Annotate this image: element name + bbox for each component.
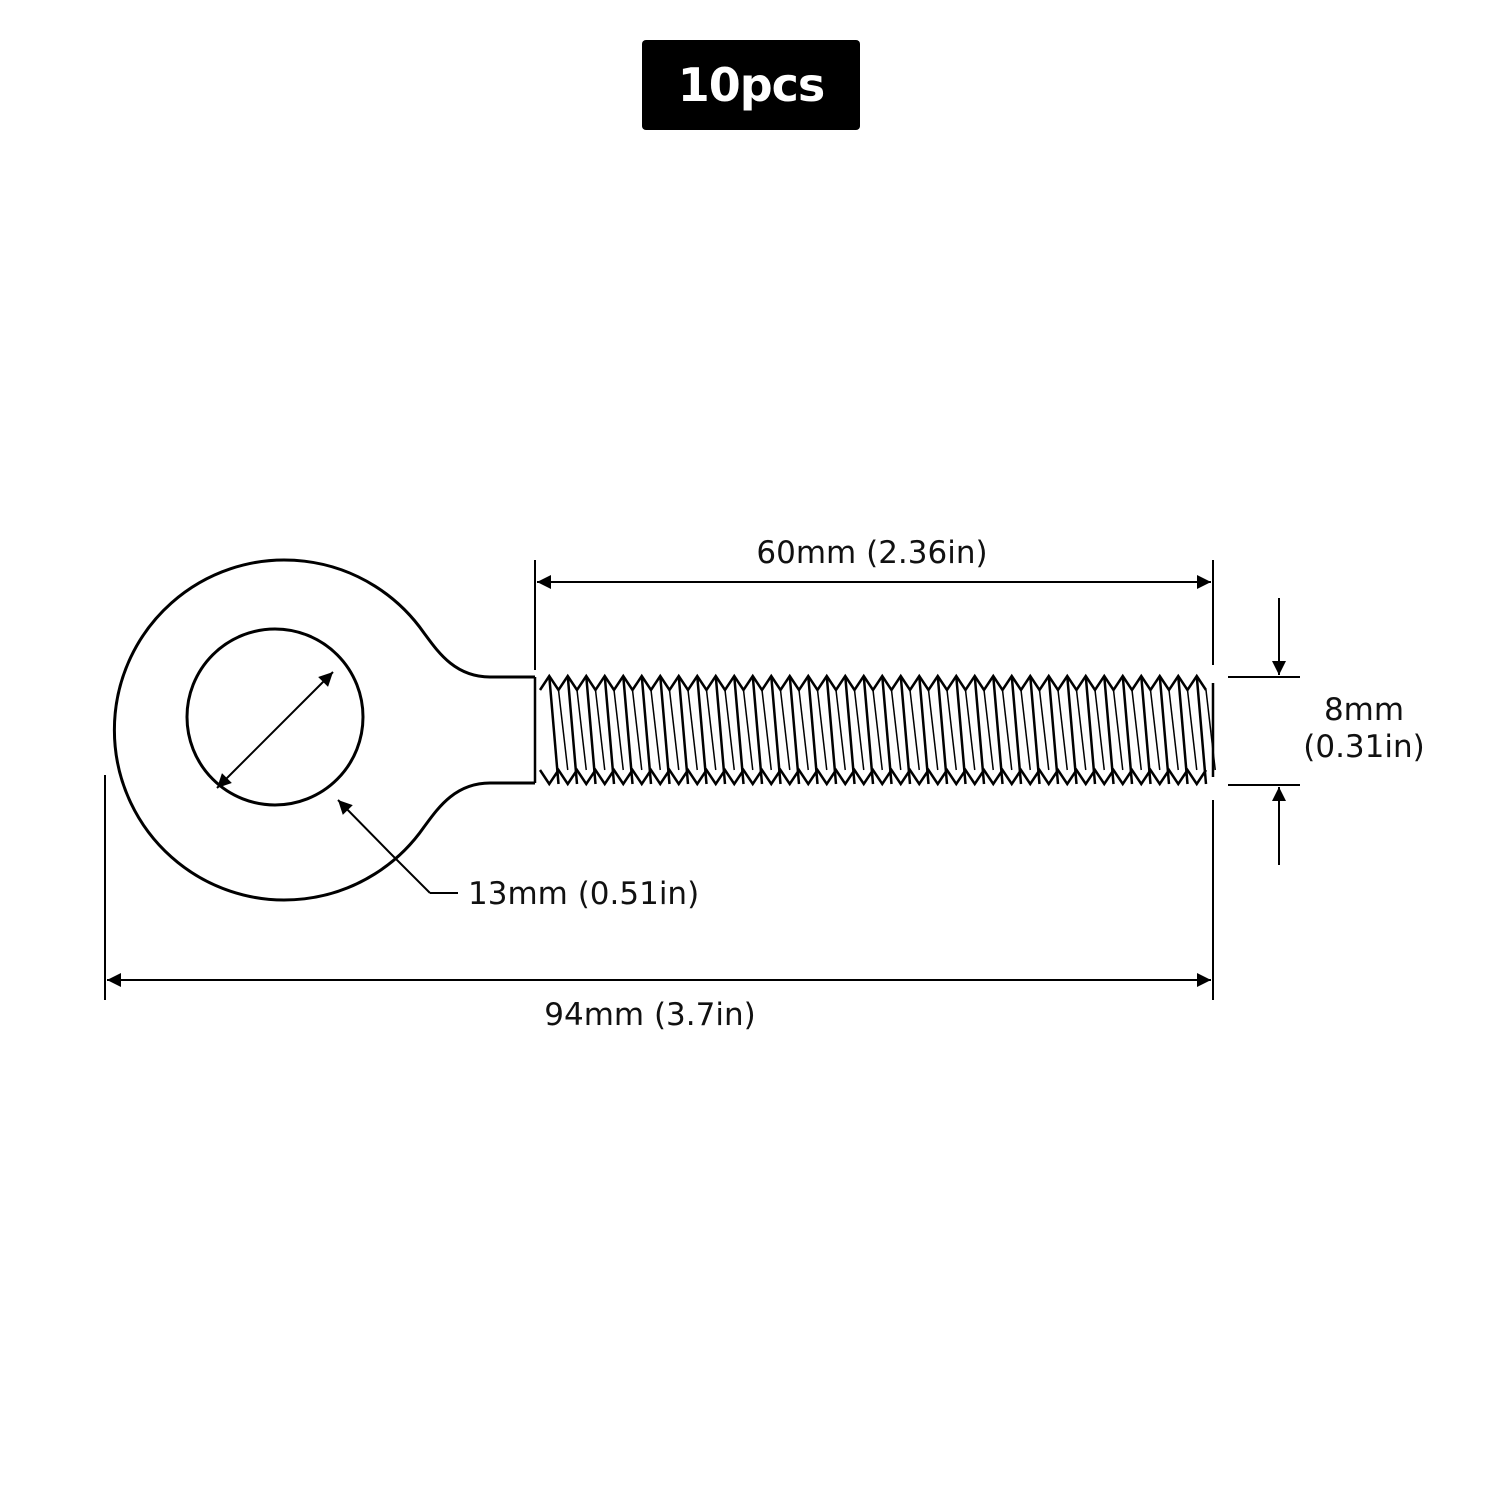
- thread-crest-line: [659, 675, 671, 785]
- thread-root-line: [1020, 689, 1031, 771]
- thread-root-line: [1001, 689, 1013, 771]
- thread-crest-line: [936, 675, 949, 785]
- thread-crest-line: [677, 675, 690, 785]
- thread-crest-line: [1084, 675, 1097, 785]
- thread-crest-line: [548, 675, 560, 785]
- thread-length-label: 60mm (2.36in): [756, 535, 987, 571]
- thread-root-line: [631, 689, 643, 771]
- thread-root-line: [613, 689, 624, 771]
- thread-crest-line: [862, 675, 875, 785]
- thread-diameter-dimension: 8mm (0.31in): [1272, 598, 1425, 865]
- thread-root-line: [1057, 689, 1068, 771]
- thread-diameter-in-label: (0.31in): [1303, 729, 1424, 765]
- thread-crest-line: [973, 675, 986, 785]
- thread-crest-line: [751, 675, 764, 785]
- thread-crest-line: [1010, 675, 1023, 785]
- thread-root-line: [576, 689, 587, 771]
- thread-crest-line: [881, 675, 893, 785]
- thread-root-line: [724, 689, 735, 771]
- thread-crest-line: [733, 675, 745, 785]
- thread-root-line: [705, 689, 717, 771]
- thread-crest-line: [1029, 675, 1041, 785]
- eye-diameter-dimension: 13mm (0.51in): [216, 671, 699, 912]
- thread-root-line: [1038, 689, 1050, 771]
- extension-lines: [104, 560, 1300, 1000]
- thread-crest-line: [899, 675, 912, 785]
- thread-root-line: [650, 689, 661, 771]
- thread-root-line: [594, 689, 606, 771]
- thread-crest-line: [640, 675, 653, 785]
- thread-root-line: [742, 689, 754, 771]
- thread-root-line: [983, 689, 994, 771]
- eye-bolt-outline: [112, 558, 535, 902]
- thread-crest-line: [1103, 675, 1115, 785]
- thread-crest-line: [844, 675, 856, 785]
- thread-crest-line: [788, 675, 801, 785]
- thread-root-line: [835, 689, 846, 771]
- thread-root-line: [853, 689, 865, 771]
- thread-root-line: [668, 689, 680, 771]
- thread-crest-line: [585, 675, 597, 785]
- thread-crest-line: [1177, 675, 1189, 785]
- thread-crest-line: [603, 675, 616, 785]
- thread-root-line: [816, 689, 828, 771]
- thread-root-line: [1186, 689, 1198, 771]
- thread-crest-line: [918, 675, 930, 785]
- quantity-label: 10pcs: [677, 58, 826, 112]
- thread-root-line: [927, 689, 939, 771]
- thread-crest-line: [955, 675, 967, 785]
- thread-root-line: [964, 689, 976, 771]
- thread-root-line: [1094, 689, 1105, 771]
- thread-root-line: [1112, 689, 1124, 771]
- thread-crest-line: [1066, 675, 1078, 785]
- thread-crest-line: [714, 675, 727, 785]
- thread-crest-line: [992, 675, 1004, 785]
- thread-length-dimension: 60mm (2.36in): [537, 535, 1211, 589]
- thread-crest-line: [825, 675, 838, 785]
- thread-crest-line: [1158, 675, 1171, 785]
- thread-crest-line: [696, 675, 708, 785]
- thread-root-line: [909, 689, 920, 771]
- thread-crest-line: [1121, 675, 1134, 785]
- thread-root-line: [761, 689, 772, 771]
- thread-root-line: [872, 689, 883, 771]
- thread-root-line: [890, 689, 902, 771]
- thread-crest-line: [1047, 675, 1060, 785]
- thread-root-line: [779, 689, 791, 771]
- eye-diameter-label: 13mm (0.51in): [468, 876, 699, 912]
- total-length-label: 94mm (3.7in): [544, 997, 755, 1033]
- thread-lines: [548, 675, 1216, 785]
- thread-crest-line: [622, 675, 634, 785]
- total-length-dimension: 94mm (3.7in): [107, 973, 1211, 1033]
- thread-root-line: [798, 689, 809, 771]
- thread-root-line: [1131, 689, 1142, 771]
- thread-crest-line: [770, 675, 782, 785]
- thread-root-line: [1075, 689, 1087, 771]
- thread-root-line: [946, 689, 957, 771]
- thread-crest-line: [807, 675, 819, 785]
- thread-root-line: [687, 689, 698, 771]
- thread-root-line: [1205, 689, 1216, 771]
- threaded-shank: [533, 673, 1216, 787]
- eye-ring-inner: [185, 627, 365, 807]
- thread-crest-line: [1140, 675, 1152, 785]
- thread-root-line: [1168, 689, 1179, 771]
- quantity-badge: 10pcs: [642, 40, 860, 130]
- eye-ring-outer: [112, 558, 535, 902]
- thread-crest-line: [1195, 675, 1208, 785]
- thread-diameter-mm-label: 8mm: [1324, 692, 1404, 728]
- thread-root-line: [557, 689, 569, 771]
- thread-root-line: [1149, 689, 1161, 771]
- thread-crest-line: [566, 675, 579, 785]
